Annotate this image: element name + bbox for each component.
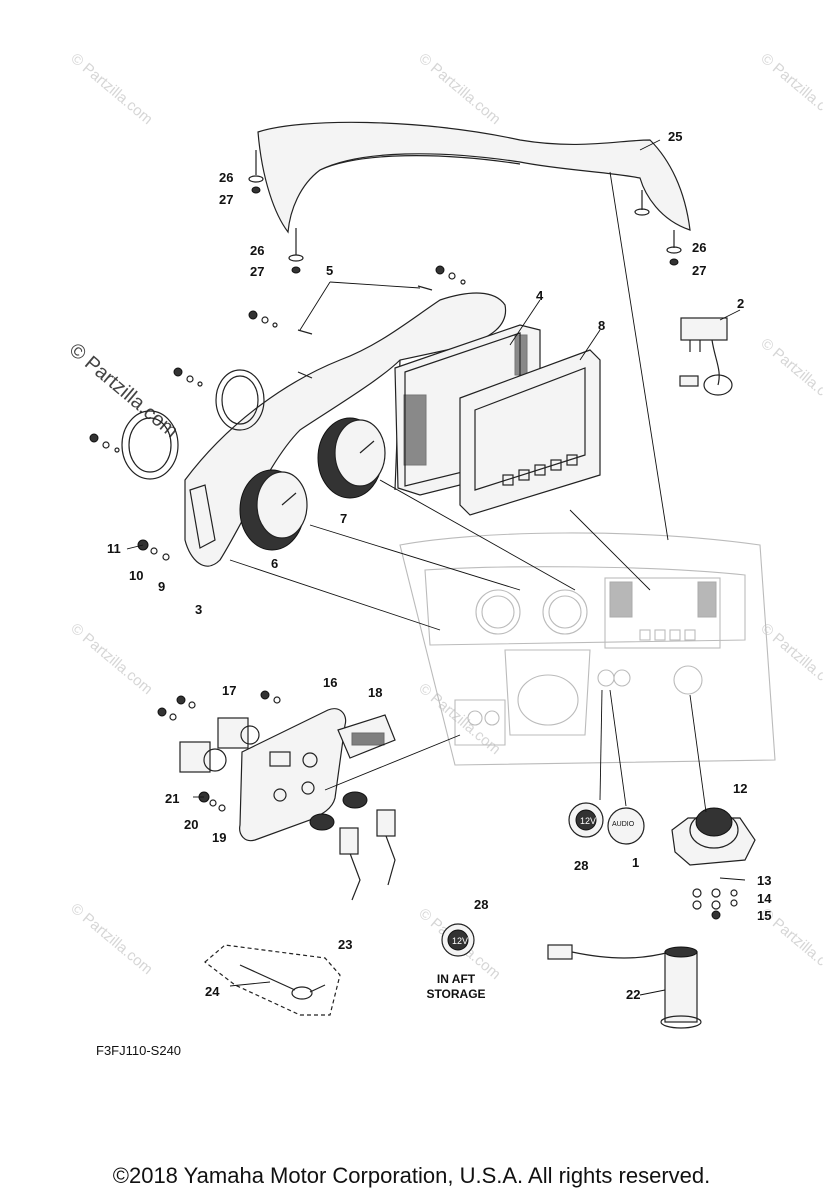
callout-27: 27 [250,264,264,279]
watermark-text: © Partzilla.com [415,680,503,758]
callout-1: 1 [632,855,639,870]
hardware-9-10-11 [137,539,170,561]
callout-4: 4 [536,288,544,303]
switch-panel-16 [239,708,347,842]
callout-26: 26 [250,243,264,258]
harness-kit-23 [204,944,341,1016]
callout-28: 28 [474,897,488,912]
callout-8: 8 [598,318,605,333]
callout-25: 25 [668,129,682,144]
watermark-text: © Partzilla.com [757,50,823,128]
callout-2: 2 [737,296,744,311]
rocker-switch-18 [337,714,396,759]
callout-12: 12 [733,781,747,796]
callout-3: 3 [195,602,202,617]
watermark-text: © Partzilla.com [67,900,155,978]
callout-19: 19 [212,830,226,845]
copyright-notice: ©2018 Yamaha Motor Corporation, U.S.A. A… [112,1163,711,1188]
leader-lines [126,139,746,996]
watermark-text: © Partzilla.com [757,335,823,413]
connector-22 [547,944,702,1029]
callout-27: 27 [692,263,706,278]
harness-2 [679,317,733,396]
callout-16: 16 [323,675,337,690]
callout-27: 27 [219,192,233,207]
callout-23: 23 [338,937,352,952]
dashboard-outline [399,532,776,766]
audio-label: AUDIO [612,821,635,828]
callout-17: 17 [222,683,236,698]
callout-11: 11 [107,541,121,556]
callout-numbers: 25 26 27 26 27 26 27 5 4 8 2 7 6 11 10 9… [107,129,772,1002]
callout-26: 26 [219,170,233,185]
ignition-keys [309,791,396,901]
callout-28: 28 [574,858,588,873]
aft-storage-note: IN AFT STORAGE [414,972,498,1002]
callout-6: 6 [271,556,278,571]
audio-input-1: AUDIO [607,807,645,845]
callout-13: 13 [757,873,771,888]
callout-26: 26 [692,240,706,255]
visor-cover [248,121,691,274]
callout-21: 21 [165,791,179,806]
gauge-bezels [89,367,265,480]
callout-5: 5 [326,263,333,278]
aft-note-line1: IN AFT [436,972,476,986]
socket-28: 12V [568,802,604,838]
callout-14: 14 [757,891,772,906]
gauge-7 [317,417,386,499]
callout-18: 18 [368,685,382,700]
callout-9: 9 [158,579,165,594]
watermark-text: © Partzilla.com [67,620,155,698]
callout-20: 20 [184,817,198,832]
callout-24: 24 [205,984,220,999]
callout-22: 22 [626,987,640,1002]
diagram-code: F3FJ110-S240 [96,1043,182,1058]
watermark-text: © Partzilla.com [757,620,823,698]
hardware-19-20-21 [198,791,226,812]
display-8 [459,349,601,516]
switches-17 [157,690,281,773]
screws-5 [248,265,466,379]
aft-socket-28: 12V [441,923,475,957]
watermark-text: © Partzilla.com [67,50,155,128]
callout-10: 10 [129,568,143,583]
callout-7: 7 [340,511,347,526]
aft-socket-12v-label: 12V [452,936,468,946]
gauge-6 [239,469,308,551]
callout-15: 15 [757,908,771,923]
socket-12v-label: 12V [580,816,596,826]
main-watermark: © Partzilla.com [65,339,182,442]
aft-note-line2: STORAGE [426,987,486,1001]
joystick-12 [671,807,756,920]
watermark-text: © Partzilla.com [415,50,503,128]
